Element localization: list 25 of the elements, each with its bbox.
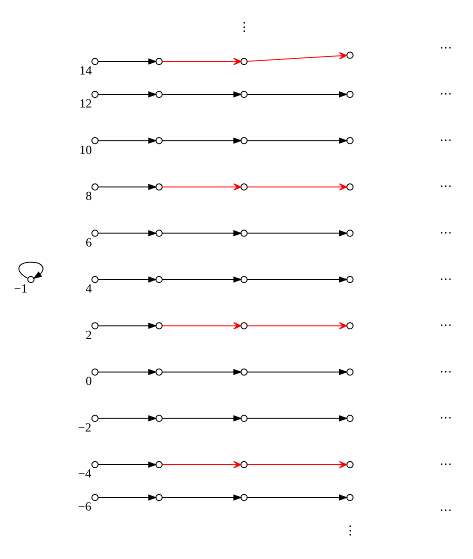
label: ⋯ xyxy=(440,40,452,54)
label: ⋯ xyxy=(440,456,452,471)
label: ⋯ xyxy=(440,132,452,147)
node-label: −6 xyxy=(78,500,92,514)
node-label: −1 xyxy=(14,282,28,296)
label: ⋯ xyxy=(440,503,452,518)
node-label: 4 xyxy=(86,282,92,296)
label: ⋯ xyxy=(440,410,452,425)
node-label: 10 xyxy=(79,142,92,157)
node-label: 14 xyxy=(79,64,92,78)
node-label: 6 xyxy=(86,235,92,250)
label: ⋯ xyxy=(440,272,452,286)
label: ⋯ xyxy=(440,318,452,332)
node-label: 8 xyxy=(86,189,92,204)
node-label: 12 xyxy=(79,96,92,110)
label: ⋯ xyxy=(440,364,452,378)
node-label: −4 xyxy=(78,466,92,481)
node-label: 2 xyxy=(86,328,92,342)
label: ⋯ xyxy=(440,86,452,101)
label: ⋮ xyxy=(344,524,356,538)
label: ⋯ xyxy=(440,226,452,240)
node-label: 0 xyxy=(86,374,92,388)
label: ⋯ xyxy=(440,179,452,194)
label: ⋮ xyxy=(238,20,250,34)
node-label: −2 xyxy=(78,420,92,434)
